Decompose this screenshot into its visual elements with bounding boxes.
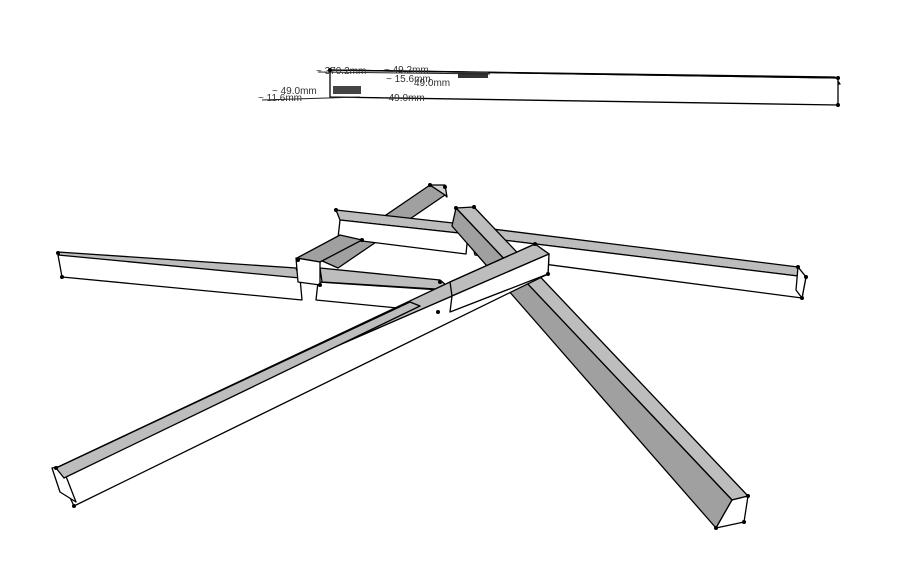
beam-front-face — [57, 254, 303, 301]
dimension-leader — [261, 96, 361, 101]
beam-edge — [329, 69, 839, 79]
dimension-marker — [458, 72, 488, 78]
beam-top-cross[interactable] — [335, 209, 469, 255]
dimension-label: 49.0mm — [414, 78, 450, 89]
dimension-label: ~ 49.2mm — [384, 65, 429, 76]
vertex-markers — [54, 68, 840, 530]
beam-top-face — [55, 301, 421, 479]
beam-left[interactable] — [57, 251, 453, 313]
beam-diagonal-left[interactable] — [51, 243, 550, 507]
dimensioned-beam[interactable]: ~ 370.2mm ~ 49.2mm ~ 15.6mm 49.0mm ~ 49.… — [258, 65, 841, 106]
dimension-label: ~ 15.6mm — [386, 74, 431, 85]
dimension-marker — [333, 86, 361, 94]
dimension-label: ~ 370.2mm — [316, 66, 366, 77]
beam-end-face — [295, 257, 321, 286]
dimension-label: ~ 49.0mm — [380, 93, 425, 104]
dimension-leader — [317, 71, 491, 75]
dimension-label: ~ 49.0mm — [272, 86, 317, 97]
beam-face — [429, 184, 448, 198]
beam-front-face — [337, 219, 469, 255]
dimension-label: ~ 11.6mm — [258, 93, 302, 104]
